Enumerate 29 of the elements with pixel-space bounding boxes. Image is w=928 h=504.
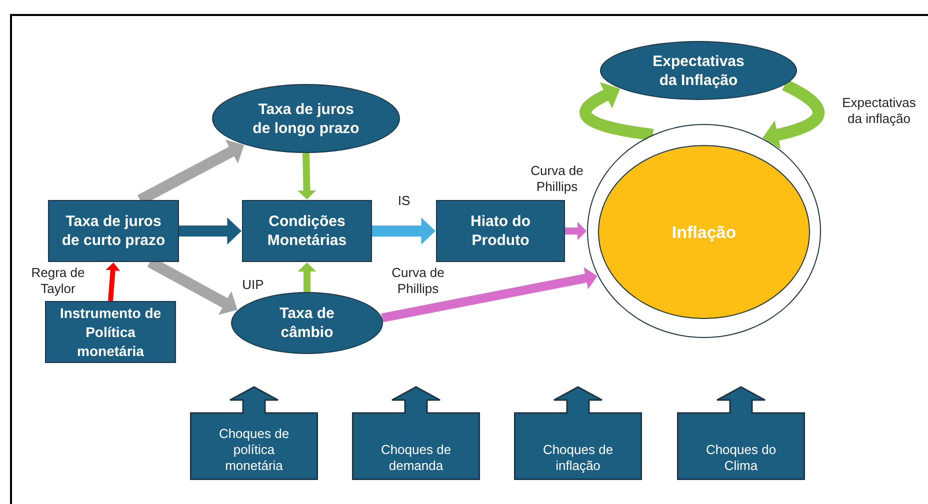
node-text: Instrumento de Política monetária bbox=[58, 304, 162, 360]
up-arrow-callout bbox=[352, 386, 480, 480]
arrow bbox=[297, 152, 316, 200]
node-text: Choques de demanda bbox=[380, 442, 452, 474]
process-box bbox=[436, 200, 565, 262]
node-text: Taxa de juros de longo prazo bbox=[252, 100, 360, 138]
process-box bbox=[242, 200, 372, 262]
node-text: Choques do Clima bbox=[704, 442, 778, 474]
node-text: Choques de política monetária bbox=[218, 426, 290, 474]
arrow bbox=[565, 222, 586, 240]
process-box bbox=[45, 301, 176, 363]
node-text: Inflação bbox=[670, 222, 738, 242]
arrow bbox=[580, 82, 654, 141]
process-box bbox=[48, 200, 179, 262]
arrow bbox=[372, 217, 436, 245]
arrow bbox=[179, 217, 242, 245]
node-text: Expectativas da Inflação bbox=[652, 52, 746, 90]
arrow bbox=[106, 262, 120, 302]
up-arrow-callout bbox=[190, 386, 318, 480]
arrow bbox=[381, 266, 598, 322]
up-arrow-callout bbox=[677, 386, 805, 480]
up-arrow-callout bbox=[514, 386, 642, 480]
node-text: Condições Monetárias bbox=[266, 212, 348, 250]
node-text: Taxa de juros de curto prazo bbox=[60, 212, 166, 250]
arrow bbox=[298, 262, 316, 292]
node-text: Taxa de câmbio bbox=[278, 304, 336, 342]
node-text: Choques de inflação bbox=[542, 442, 614, 474]
node-text: Hiato do Produto bbox=[470, 212, 532, 250]
arrow bbox=[762, 79, 824, 149]
